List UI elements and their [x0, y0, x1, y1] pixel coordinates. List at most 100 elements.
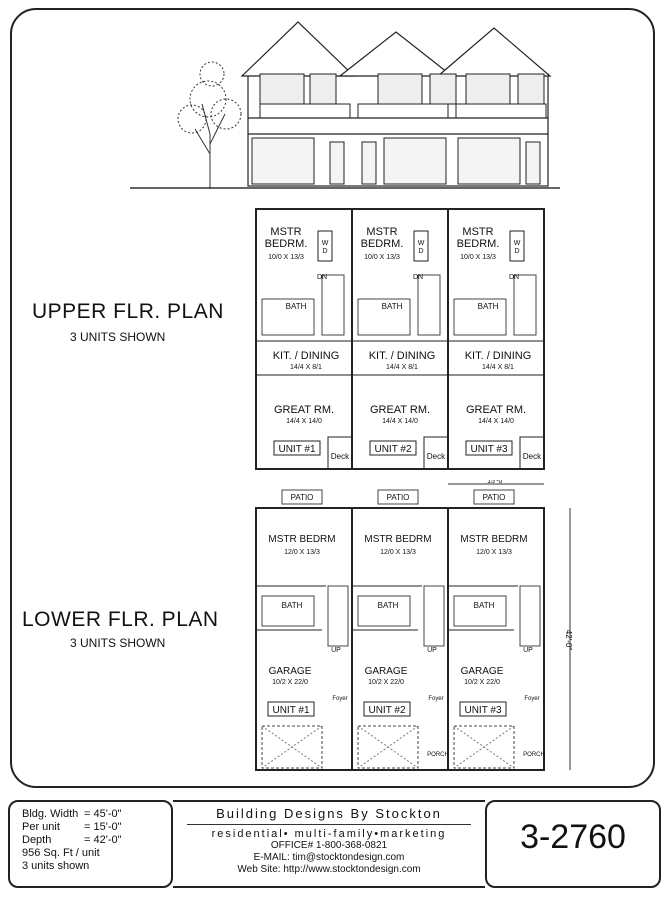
washer-dryer — [317, 230, 333, 262]
washer-dryer — [509, 230, 525, 262]
bath-label: BATH — [282, 601, 303, 610]
garage-label: GARAGE — [461, 666, 504, 677]
firm-box — [173, 800, 485, 888]
deck-label: Deck — [427, 452, 446, 461]
stair-down-label: DN — [509, 274, 519, 281]
firm-tagline: residential• multi-family•marketing — [211, 828, 447, 840]
spec-row: Depth= 42'-0" — [22, 834, 122, 846]
unit-outline — [447, 208, 545, 470]
patio-label: PATIO — [387, 493, 410, 502]
kitchen-label: KIT. / DINING — [369, 350, 436, 362]
unit-number: UNIT #3 — [464, 705, 501, 716]
firm-name: Building Designs By Stockton — [216, 806, 442, 821]
patio-label: PATIO — [483, 493, 506, 502]
plan-number: 3-2760 — [520, 818, 626, 856]
bath-outline — [357, 595, 411, 627]
great-room-dims: 14/4 X 14/0 — [286, 418, 322, 425]
mstr-bedroom-label: MSTR — [366, 226, 397, 238]
tree-sketch — [177, 61, 242, 189]
unit-number: UNIT #2 — [368, 705, 405, 716]
unit-tag-box — [363, 701, 411, 717]
stair-down-label: DN — [317, 274, 327, 281]
stair — [321, 274, 345, 336]
garage-dims: 10/2 X 22/0 — [464, 679, 500, 686]
kitchen-label: KIT. / DINING — [273, 350, 340, 362]
specs-box — [8, 800, 173, 888]
mstr-bedroom-dims: 12/0 X 13/3 — [380, 549, 416, 556]
stair-up-label: UP — [427, 647, 437, 654]
great-room-label: GREAT RM. — [274, 404, 334, 416]
foyer-label: Foyer — [524, 696, 539, 702]
mstr-bedroom-label: MSTR BEDRM — [268, 534, 335, 545]
depth-dimension: 42'-0" — [564, 630, 573, 651]
garage-door — [453, 725, 515, 769]
mstr-bedroom-label: MSTR — [270, 226, 301, 238]
bath-label: BATH — [286, 302, 307, 311]
mstr-bedroom-dims: 12/0 X 13/3 — [284, 549, 320, 556]
bath-label: BATH — [478, 302, 499, 311]
kitchen-dims: 14/4 X 8/1 — [386, 364, 418, 371]
washer-dryer-label: D — [322, 248, 327, 255]
bath-outline — [261, 595, 315, 627]
firm-office: OFFICE# 1-800-368-0821 — [270, 840, 388, 851]
great-room-dims: 14/4 X 14/0 — [382, 418, 418, 425]
spec-row: Per unit= 15'-0" — [22, 821, 122, 833]
garage-door — [357, 725, 419, 769]
stair-up-label: UP — [331, 647, 341, 654]
mstr-bedroom-label: BEDRM. — [457, 238, 500, 250]
lower-plan-subtitle: 3 UNITS SHOWN — [70, 636, 166, 650]
unit-number: UNIT #1 — [272, 705, 309, 716]
garage-label: GARAGE — [365, 666, 408, 677]
upper-plan-title: UPPER FLR. PLAN — [32, 300, 224, 323]
patio-label: PATIO — [291, 493, 314, 502]
firm-website: Web Site: http://www.stocktondesign.com — [237, 864, 421, 875]
unit-tag-box — [459, 701, 507, 717]
mstr-bedroom-label: MSTR BEDRM — [364, 534, 431, 545]
upper-plan-subtitle: 3 UNITS SHOWN — [70, 330, 166, 344]
garage-label: GARAGE — [269, 666, 312, 677]
washer-dryer — [413, 230, 429, 262]
stair — [327, 585, 349, 647]
garage-dims: 10/2 X 22/0 — [368, 679, 404, 686]
drawing-frame — [10, 8, 655, 788]
mstr-bedroom-label: BEDRM. — [361, 238, 404, 250]
stair — [417, 274, 441, 336]
kitchen-dims: 14/4 X 8/1 — [290, 364, 322, 371]
great-room-label: GREAT RM. — [370, 404, 430, 416]
stair-down-label: DN — [413, 274, 423, 281]
foyer-label: Foyer — [428, 696, 443, 702]
unit-outline — [447, 507, 545, 771]
bath-outline — [453, 298, 507, 336]
mstr-bedroom-dims: 10/0 X 13/3 — [364, 254, 400, 261]
bath-label: BATH — [378, 601, 399, 610]
washer-dryer-label: W — [322, 240, 329, 247]
spec-row: 3 units shown — [22, 860, 90, 872]
bath-label: BATH — [382, 302, 403, 311]
unit-tag-box — [273, 440, 321, 456]
great-room-label: GREAT RM. — [466, 404, 526, 416]
patio-outline — [281, 489, 323, 505]
mstr-bedroom-dims: 10/0 X 13/3 — [268, 254, 304, 261]
garage-dims: 10/2 X 22/0 — [272, 679, 308, 686]
unit-tag-box — [267, 701, 315, 717]
stair — [423, 585, 445, 647]
porch-label: PORCH — [523, 752, 545, 758]
unit-tag-box — [369, 440, 417, 456]
unit-outline — [255, 507, 353, 771]
deck-label: Deck — [331, 452, 350, 461]
spec-row: 956 Sq. Ft / unit — [22, 847, 100, 859]
unit-number: UNIT #1 — [278, 444, 315, 455]
firm-info: Building Designs By Stockton residential… — [173, 806, 485, 876]
unit-outline — [351, 507, 449, 771]
garage-door-mark — [357, 725, 419, 769]
mstr-bedroom-dims: 12/0 X 13/3 — [476, 549, 512, 556]
deck-label: Deck — [523, 452, 542, 461]
garage-door — [261, 725, 323, 769]
patio-outline — [473, 489, 515, 505]
mstr-bedroom-dims: 10/0 X 13/3 — [460, 254, 496, 261]
mstr-bedroom-label: MSTR — [462, 226, 493, 238]
building-specs: Bldg. Width= 45'-0" Per unit= 15'-0" Dep… — [22, 808, 122, 873]
spec-row: Bldg. Width= 45'-0" — [22, 808, 122, 820]
